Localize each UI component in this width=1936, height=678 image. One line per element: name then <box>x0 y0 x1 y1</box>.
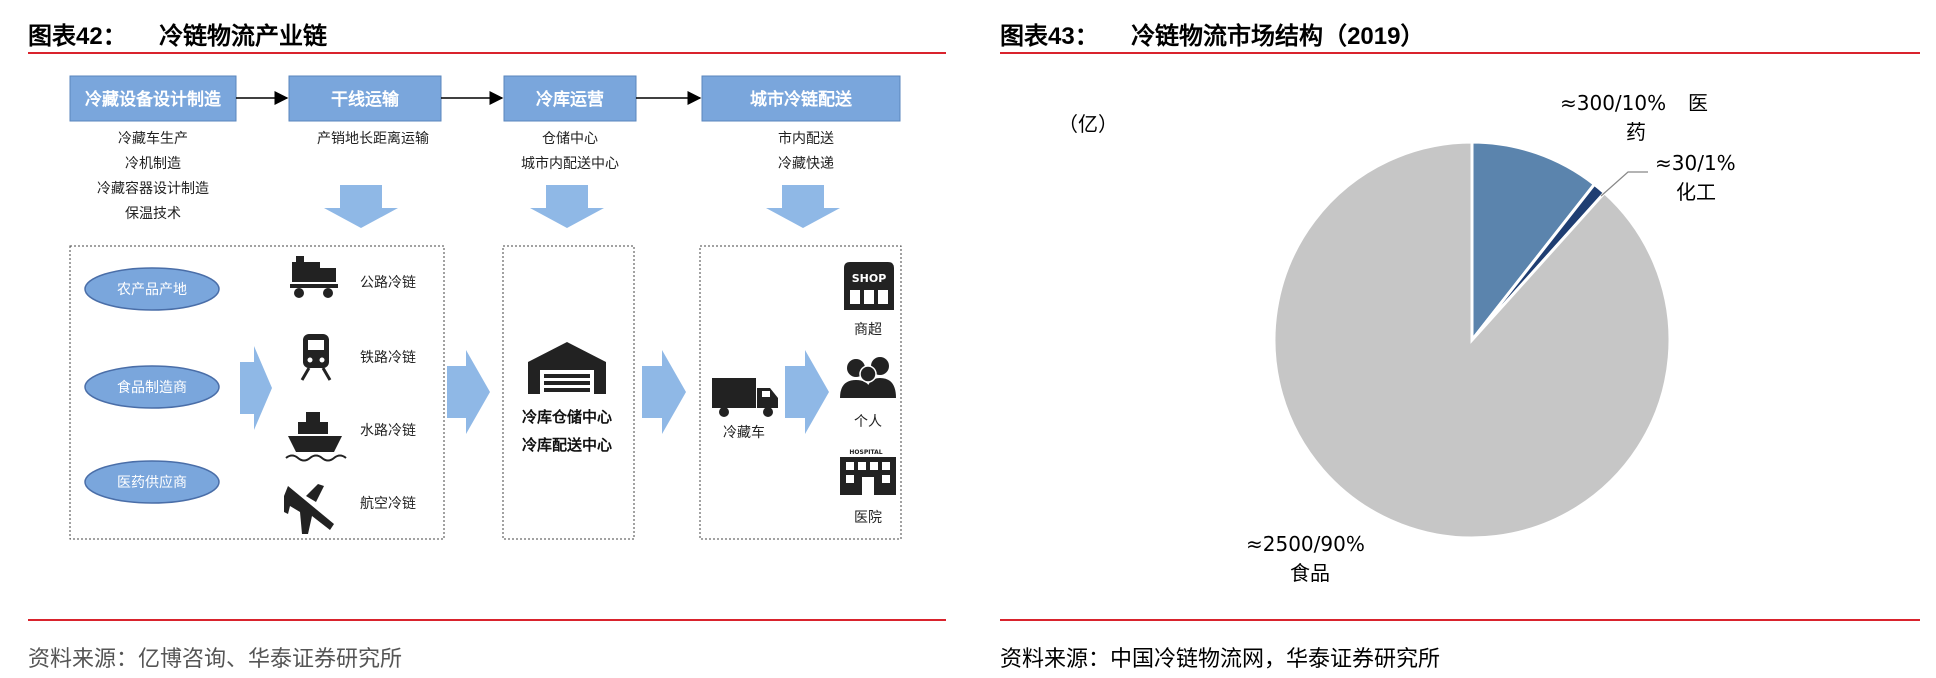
pie-chart: （亿） ≈300/10% 医 药 ≈30/1% 化工 ≈2500/90% 食品 <box>1058 91 1736 585</box>
right-arrow-1 <box>240 346 272 430</box>
stage2-sub-1: 产销地长距离运输 <box>317 130 429 147</box>
mode-label-rail: 铁路冷链 <box>360 350 416 366</box>
down-arrow-3 <box>530 185 604 228</box>
right-title-prefix: 图表 <box>1000 22 1048 50</box>
truck-icon <box>290 256 338 298</box>
pie-slice-food <box>1272 140 1672 540</box>
reefer-truck-label: 冷藏车 <box>723 424 765 441</box>
source-label-1: 农产品产地 <box>117 282 187 298</box>
right-title-text: 冷链物流市场结构（ <box>1131 22 1348 50</box>
chemical-leader-line <box>1600 171 1648 197</box>
stage1-sub-1: 冷藏车生产 <box>118 130 188 147</box>
mode-label-road: 公路冷链 <box>360 275 416 291</box>
source-ellipse-1: 农产品产地 <box>84 267 220 311</box>
stage3-sub-2: 城市内配送中心 <box>521 155 619 172</box>
stage1-sub-4: 保温技术 <box>125 206 181 222</box>
right-title-year: 2019 <box>1347 23 1401 50</box>
right-title-close: ） <box>1400 22 1425 50</box>
left-title-rule <box>28 52 946 54</box>
slice-label-pharma-name-2: 药 <box>1626 120 1646 144</box>
shop-icon-text: SHOP <box>852 272 887 285</box>
right-arrow-4 <box>785 350 829 434</box>
stage1-sub-3: 冷藏容器设计制造 <box>97 180 209 197</box>
shop-icon: SHOP <box>844 262 894 310</box>
right-arrow-2 <box>447 350 490 434</box>
stage-label-2: 干线运输 <box>331 89 400 110</box>
right-title-rule <box>1000 52 1920 54</box>
left-title-text: 冷链物流产业链 <box>159 22 328 50</box>
stage4-sub-1: 市内配送 <box>778 130 834 147</box>
right-source-note: 资料来源：中国冷链物流网，华泰证券研究所 <box>1000 647 1441 672</box>
reefer-truck-icon <box>712 378 778 417</box>
mode-label-air: 航空冷链 <box>360 496 416 512</box>
airplane-icon <box>284 484 334 534</box>
right-title-number: 43： <box>1048 23 1099 50</box>
left-footer-rule <box>28 619 946 621</box>
warehouse-container <box>502 245 635 540</box>
left-title-number: 42： <box>76 23 127 50</box>
stage-box-1: 冷藏设备设计制造 <box>69 75 237 122</box>
source-ellipse-2: 食品制造商 <box>84 365 220 409</box>
left-title-prefix: 图表 <box>28 22 76 50</box>
stage-label-4: 城市冷链配送 <box>750 89 853 110</box>
train-icon <box>300 334 332 381</box>
left-source-note: 资料来源：亿博咨询、华泰证券研究所 <box>28 647 403 672</box>
warehouse-icon <box>528 342 606 394</box>
source-label-3: 医药供应商 <box>117 474 187 491</box>
hospital-icon: HOSPITAL <box>840 449 896 495</box>
left-figure-title: 图表42： 冷链物流产业链 <box>28 16 327 51</box>
source-label-2: 食品制造商 <box>117 379 187 396</box>
stage1-sub-2: 冷机制造 <box>125 156 181 172</box>
down-arrow-4 <box>766 185 840 228</box>
cold-chain-diagram: 冷藏设备设计制造 干线运输 冷库运营 城市冷链配送 冷藏车生产 冷机制造 冷藏容… <box>69 75 902 540</box>
slice-label-food-name: 食品 <box>1290 561 1330 585</box>
right-footer-rule <box>1000 619 1920 621</box>
ship-icon <box>285 412 347 462</box>
slice-label-food-value: ≈2500/90% <box>1246 532 1365 556</box>
stage-box-4: 城市冷链配送 <box>701 75 901 122</box>
pie-slices <box>1272 140 1672 540</box>
destination-label-2: 个人 <box>854 414 882 430</box>
producers-container <box>69 245 445 540</box>
source-ellipse-3: 医药供应商 <box>84 460 220 504</box>
destination-label-1: 商超 <box>854 322 882 338</box>
stage-box-3: 冷库运营 <box>503 75 637 122</box>
stage-label-3: 冷库运营 <box>536 89 604 110</box>
hospital-icon-text: HOSPITAL <box>849 449 882 456</box>
slice-label-pharma-name-1: 医 <box>1688 91 1708 115</box>
stage4-sub-2: 冷藏快递 <box>778 156 834 172</box>
slice-label-pharma-value: ≈300/10% <box>1560 91 1666 115</box>
mode-label-water: 水路冷链 <box>360 423 416 439</box>
destination-label-3: 医院 <box>854 510 882 526</box>
people-icon <box>840 357 896 398</box>
distribution-container <box>699 245 902 540</box>
chart-unit-label: （亿） <box>1058 112 1118 136</box>
down-arrow-2 <box>324 185 398 228</box>
stage-label-1: 冷藏设备设计制造 <box>85 89 222 110</box>
slice-label-chemical-value: ≈30/1% <box>1655 151 1736 175</box>
pie-slice-pharma <box>1470 140 1597 345</box>
right-figure-title: 图表43： 冷链物流市场结构（2019） <box>1000 16 1424 51</box>
slice-label-chemical-name: 化工 <box>1676 180 1716 204</box>
stage3-sub-1: 仓储中心 <box>542 131 598 147</box>
right-arrow-3 <box>642 350 686 434</box>
warehouse-label-1: 冷库仓储中心 <box>522 408 612 426</box>
stage-box-2: 干线运输 <box>288 75 442 122</box>
warehouse-label-2: 冷库配送中心 <box>522 436 612 454</box>
